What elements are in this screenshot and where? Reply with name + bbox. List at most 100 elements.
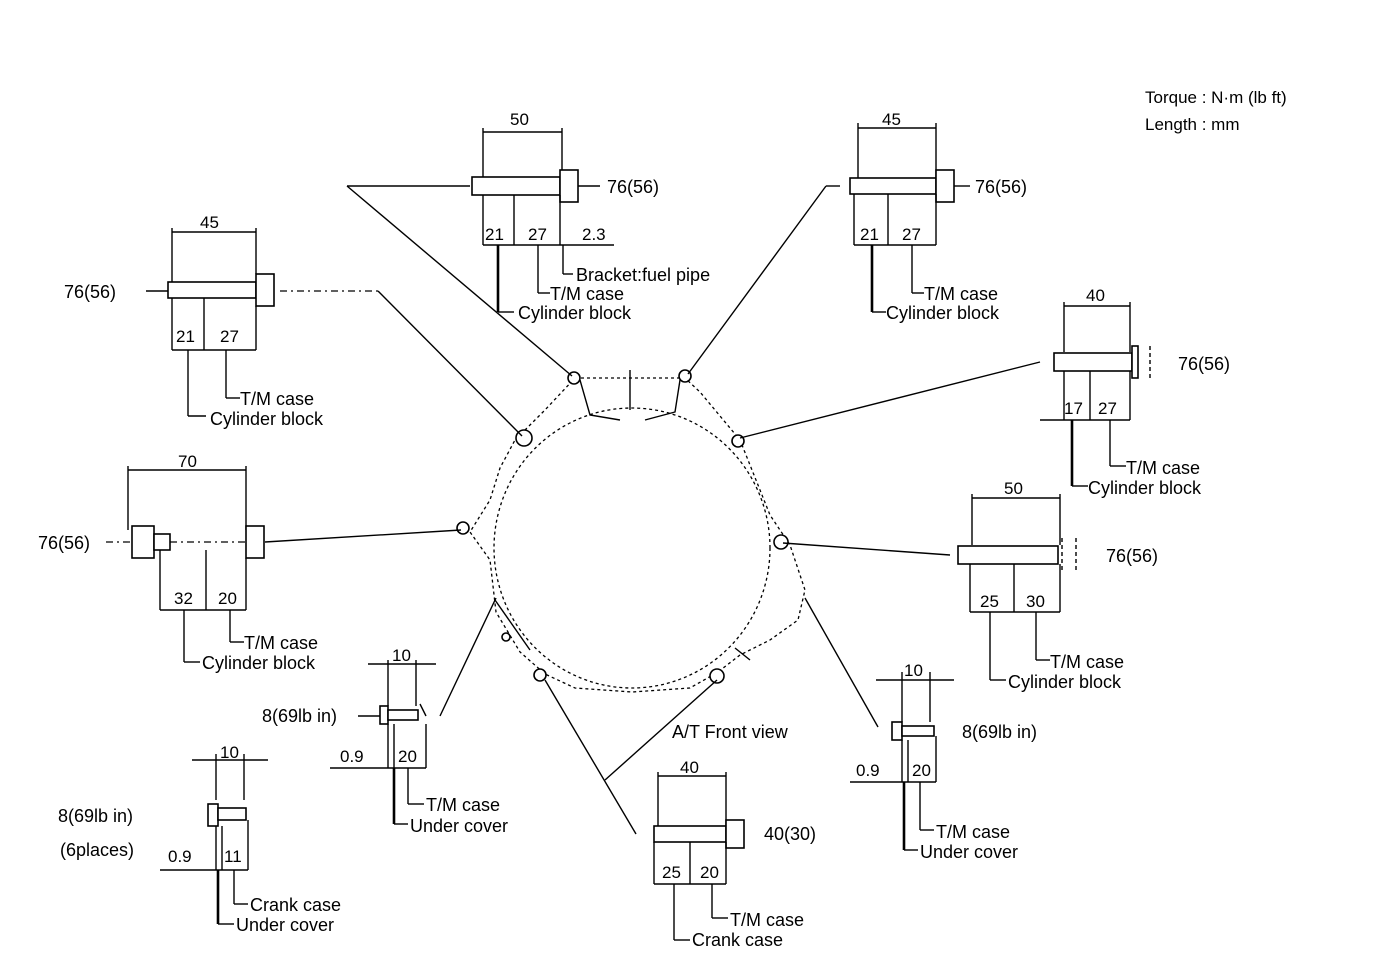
bolt-lower-right: 10 8(69lb in) 0.9 20 T/M case Under cove… bbox=[850, 661, 1037, 862]
bolt-length: 10 bbox=[904, 661, 923, 680]
bolt-shank bbox=[471, 176, 561, 196]
bolt-head bbox=[207, 803, 219, 827]
bolt-head bbox=[725, 819, 745, 849]
bolt-length: 50 bbox=[510, 110, 529, 129]
label-2: Under cover bbox=[920, 842, 1018, 862]
seg-3: 2.3 bbox=[582, 225, 606, 244]
bolt-shank bbox=[217, 807, 247, 821]
bolt-torque: 40(30) bbox=[764, 824, 816, 844]
bolt-shank bbox=[387, 709, 419, 721]
seg-2: 30 bbox=[1026, 592, 1045, 611]
bolt-torque: 8(69lb in) bbox=[262, 706, 337, 726]
leader-lines bbox=[264, 185, 1041, 835]
bolt-torque: 8(69lb in) bbox=[962, 722, 1037, 742]
transmission-housing: A/T Front view bbox=[456, 369, 806, 742]
label-2: Under cover bbox=[410, 816, 508, 836]
bolt-length: 40 bbox=[1086, 286, 1105, 305]
label-2: Cylinder block bbox=[886, 303, 1000, 323]
bolt-top-center: 50 76(56) 21 27 2.3 Bracket:fuel pipe T/… bbox=[471, 110, 710, 323]
bolt-head bbox=[255, 273, 275, 307]
bolt-torque: 76(56) bbox=[1178, 354, 1230, 374]
bolt-bottom-left: 10 8(69lb in) (6places) 0.9 11 Crank cas… bbox=[58, 743, 341, 935]
label-3: Cylinder block bbox=[518, 303, 632, 323]
bolt-shank bbox=[653, 825, 727, 843]
mount-hole bbox=[456, 521, 470, 535]
mount-hole bbox=[533, 668, 547, 682]
center-label: A/T Front view bbox=[672, 722, 789, 742]
bolt-length: 10 bbox=[392, 646, 411, 665]
bolt-head bbox=[379, 705, 389, 725]
legend: Torque : N·m (lb ft) Length : mm bbox=[1145, 88, 1287, 134]
bolt-head bbox=[1131, 345, 1139, 379]
bolt-bottom-center: 40 40(30) 25 20 T/M case Crank case bbox=[653, 758, 816, 950]
seg-2: 27 bbox=[902, 225, 921, 244]
seg-1: 21 bbox=[176, 327, 195, 346]
seg-1: 0.9 bbox=[340, 747, 364, 766]
bolt-length: 45 bbox=[882, 110, 901, 129]
seg-2: 27 bbox=[220, 327, 239, 346]
bolt-left-mid: 70 76(56) 32 20 T/M case Cylinder block bbox=[38, 452, 318, 673]
label-1: Bracket:fuel pipe bbox=[576, 265, 710, 285]
bolt-torque: 76(56) bbox=[975, 177, 1027, 197]
bolt-length: 45 bbox=[200, 213, 219, 232]
bolt-torque: 76(56) bbox=[1106, 546, 1158, 566]
bolt-length: 50 bbox=[1004, 479, 1023, 498]
bolt-nut bbox=[245, 525, 265, 559]
bolt-head bbox=[935, 169, 955, 203]
seg-1: 25 bbox=[662, 863, 681, 882]
bolt-shank bbox=[849, 177, 937, 195]
seg-1: 17 bbox=[1064, 399, 1083, 418]
mount-hole bbox=[501, 632, 511, 642]
bolt-length: 40 bbox=[680, 758, 699, 777]
bolt-right-upper: 40 76(56) 17 27 T/M case Cylinder block bbox=[1040, 286, 1230, 498]
seg-1: 32 bbox=[174, 589, 193, 608]
label-2: Cylinder block bbox=[1008, 672, 1122, 692]
seg-2: 27 bbox=[1098, 399, 1117, 418]
bolt-top-right: 45 76(56) 21 27 T/M case Cylinder block bbox=[849, 110, 1027, 323]
seg-1: 21 bbox=[860, 225, 879, 244]
label-2: T/M case bbox=[550, 284, 624, 304]
bolt-shank bbox=[153, 533, 171, 551]
legend-torque: Torque : N·m (lb ft) bbox=[1145, 88, 1287, 107]
seg-2: 20 bbox=[912, 761, 931, 780]
bolt-torque: 76(56) bbox=[64, 282, 116, 302]
label-1: T/M case bbox=[426, 795, 500, 815]
label-2: Cylinder block bbox=[202, 653, 316, 673]
label-2: Cylinder block bbox=[210, 409, 324, 429]
label-1: T/M case bbox=[730, 910, 804, 930]
bolt-lower-left: 10 8(69lb in) 0.9 20 T/M case Under cove… bbox=[262, 646, 508, 836]
bolt-length: 10 bbox=[220, 743, 239, 762]
seg-1: 21 bbox=[485, 225, 504, 244]
legend-length: Length : mm bbox=[1145, 115, 1240, 134]
seg-2: 20 bbox=[218, 589, 237, 608]
label-2: Under cover bbox=[236, 915, 334, 935]
bolt-torque: 76(56) bbox=[607, 177, 659, 197]
bolt-length: 70 bbox=[178, 452, 197, 471]
label-1: T/M case bbox=[240, 389, 314, 409]
bolt-places: (6places) bbox=[60, 840, 134, 860]
bolt-upper-left: 45 76(56) 21 27 T/M case Cylinder block bbox=[64, 213, 324, 429]
label-2: Crank case bbox=[692, 930, 783, 950]
seg-1: 0.9 bbox=[168, 847, 192, 866]
seg-2: 20 bbox=[398, 747, 417, 766]
mount-hole bbox=[709, 668, 725, 684]
label-2: Cylinder block bbox=[1088, 478, 1202, 498]
seg-2: 11 bbox=[224, 847, 242, 866]
bolt-right-mid: 50 76(56) 25 30 T/M case Cylinder block bbox=[957, 479, 1158, 692]
label-1: Crank case bbox=[250, 895, 341, 915]
label-1: T/M case bbox=[936, 822, 1010, 842]
mount-hole bbox=[773, 534, 789, 550]
bolt-torque: 76(56) bbox=[38, 533, 90, 553]
label-1: T/M case bbox=[924, 284, 998, 304]
label-1: T/M case bbox=[244, 633, 318, 653]
bolt-shank bbox=[1053, 352, 1133, 372]
bolt-head bbox=[891, 721, 903, 741]
bolt-shank bbox=[167, 281, 257, 299]
bolt-shank bbox=[901, 725, 935, 737]
bolt-head bbox=[559, 169, 579, 203]
label-1: T/M case bbox=[1050, 652, 1124, 672]
seg-1: 0.9 bbox=[856, 761, 880, 780]
bolt-head bbox=[131, 525, 155, 559]
seg-2: 27 bbox=[528, 225, 547, 244]
